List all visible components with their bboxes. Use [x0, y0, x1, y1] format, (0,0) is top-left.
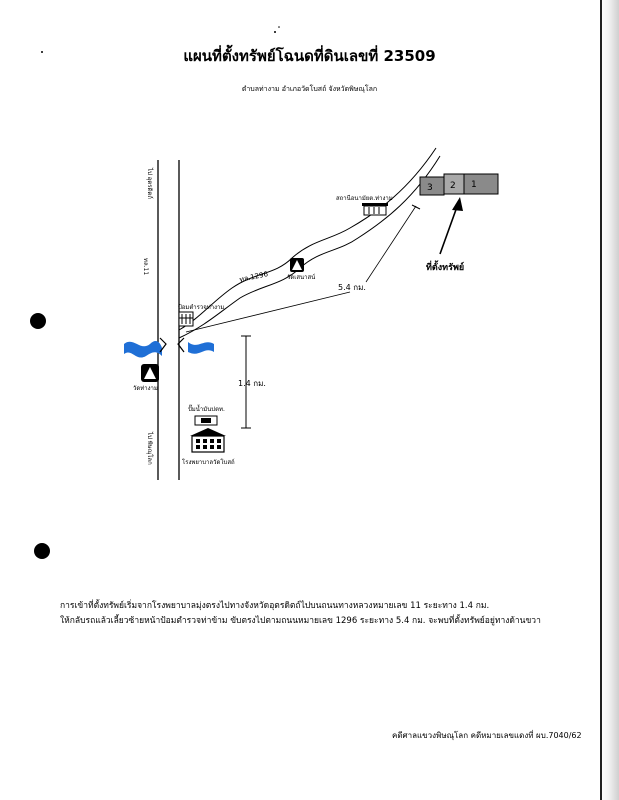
label-highway-11: ทล.11: [142, 258, 149, 275]
label-to-north: ไป อุตรดิตถ์: [146, 167, 154, 199]
temple-icon-left: [141, 364, 159, 382]
police-post-icon: [178, 311, 194, 327]
directions-line-1: การเข้าที่ตั้งทรัพย์เริ่มจากโรงพยาบาลมุ่…: [60, 601, 490, 611]
label-hospital: โรงพยาบาลวัดโบสถ์: [182, 458, 235, 466]
scan-border: [600, 0, 602, 800]
distance-5-4-line-b: [365, 205, 417, 283]
label-distance-1-4: 1.4 กม.: [238, 379, 266, 388]
plot-1: [463, 173, 499, 195]
gas-station-icon: [194, 415, 218, 426]
label-temple-mid: วัดเสนาสน์: [287, 273, 315, 281]
plot-2-number: 2: [450, 181, 456, 191]
plot-1-number: 1: [471, 180, 477, 190]
label-road-1296: ทล.1296: [239, 270, 270, 284]
label-police-post: ป้อมตำรวจท่างาม: [178, 304, 224, 311]
page-title: แผนที่ตั้งทรัพย์โฉนดที่ดินเลขที่ 23509: [183, 47, 436, 65]
plot-3-number: 3: [427, 183, 433, 193]
river-west: [124, 341, 162, 358]
label-health-station: สถานีอนามัยต.ท่างาม: [336, 194, 393, 202]
binder-hole-bottom: [34, 543, 50, 559]
health-station-icon: [362, 203, 388, 216]
binder-hole-top: [30, 313, 46, 329]
hospital-icon: [190, 428, 226, 453]
property-arrow: [439, 203, 459, 255]
label-property: ที่ตั้งทรัพย์: [426, 260, 464, 273]
label-temple-left: วัดท่างาม: [133, 385, 158, 392]
label-distance-5-4: 5.4 กม.: [338, 283, 366, 292]
river-east: [188, 342, 214, 354]
label-gas-station: ปั๊มน้ำมันปตท.: [188, 403, 225, 413]
page-edge-shadow: [601, 0, 619, 800]
case-number-footer: คดีศาลแขวงพิษณุโลก คดีหมายเลขแดงที่ ผบ.7…: [392, 729, 582, 740]
distance-5-4-line-a: [185, 291, 351, 333]
page-subtitle: ตำบลท่างาม อำเภอวัดโบสถ์ จังหวัดพิษณุโลก: [241, 85, 378, 93]
temple-icon-mid: [290, 258, 304, 272]
label-to-south: ไป พิษณุโลก: [146, 431, 154, 465]
directions-line-2: ให้กลับรถแล้วเลี้ยวซ้ายหน้าป้อมตำรวจท่าข…: [60, 616, 541, 626]
